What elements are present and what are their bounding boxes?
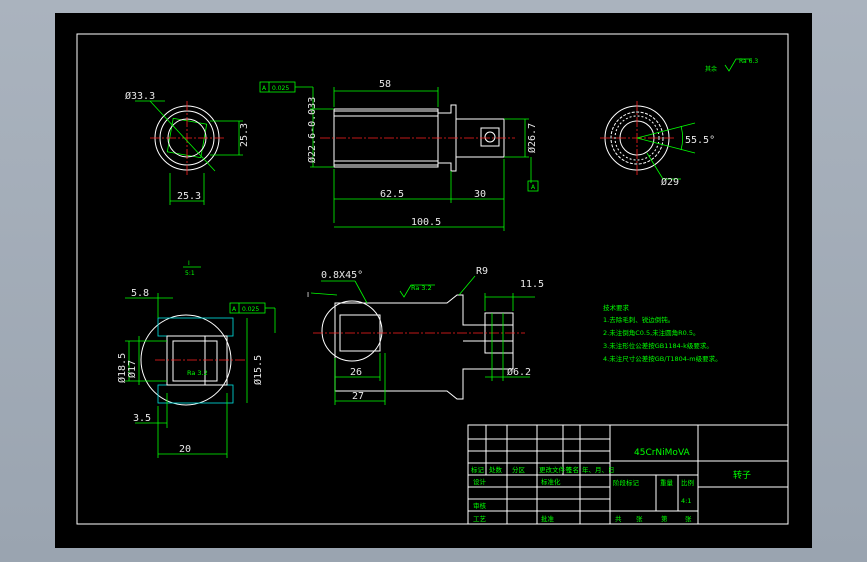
spline-end-view: 55.5° Ø29 <box>600 101 715 188</box>
svg-text:标准化: 标准化 <box>541 477 561 486</box>
svg-text:0.8X45°: 0.8X45° <box>321 270 363 281</box>
svg-text:5.8: 5.8 <box>131 288 149 299</box>
roughness-symbol-other: 其余 Ra 6.3 <box>705 58 758 73</box>
svg-text:20: 20 <box>179 444 191 455</box>
svg-text:Ra 6.3: Ra 6.3 <box>739 58 758 65</box>
detail-view-I: I 5:1 5.8 Ø18.5 Ø17 Ø15.5 A 0.025 Ra 3.2 <box>116 260 276 458</box>
svg-text:Ø33.3: Ø33.3 <box>125 90 155 102</box>
svg-text:签名: 签名 <box>566 465 579 474</box>
svg-text:Ra 3.2: Ra 3.2 <box>187 369 208 377</box>
svg-text:I: I <box>188 260 190 267</box>
svg-text:27: 27 <box>352 391 364 402</box>
svg-text:处数: 处数 <box>489 465 503 474</box>
end-view-left: Ø33.3 25.3 25.3 <box>125 90 250 205</box>
svg-text:62.5: 62.5 <box>380 189 404 200</box>
svg-text:审核: 审核 <box>473 501 487 510</box>
svg-text:第: 第 <box>661 514 668 523</box>
svg-text:25.3: 25.3 <box>239 123 250 147</box>
svg-text:Ø22.6-0.033: Ø22.6-0.033 <box>306 97 318 163</box>
svg-text:2.未注倒角C0.5,未注圆角R0.5。: 2.未注倒角C0.5,未注圆角R0.5。 <box>603 328 700 337</box>
svg-text:A: A <box>262 85 267 92</box>
part-name: 转子 <box>733 469 751 481</box>
technical-requirements: 技术要求 1.去除毛刺、锐边倒钝。 2.未注倒角C0.5,未注圆角R0.5。 3… <box>603 303 722 363</box>
svg-text:0.025: 0.025 <box>242 306 259 313</box>
svg-text:11.5: 11.5 <box>520 279 544 290</box>
svg-text:重量: 重量 <box>660 479 674 487</box>
svg-text:比例: 比例 <box>681 478 694 487</box>
svg-text:R9: R9 <box>476 266 488 277</box>
drawing-frame <box>76 33 789 525</box>
svg-text:A: A <box>531 184 536 191</box>
svg-text:Ø6.2: Ø6.2 <box>507 366 531 378</box>
svg-text:技术要求: 技术要求 <box>603 303 630 312</box>
svg-text:1.去除毛刺、锐边倒钝。: 1.去除毛刺、锐边倒钝。 <box>603 315 674 324</box>
section-view: I 0.8X45° Ra 3.2 R9 11.5 26 27 Ø6.2 <box>307 266 544 405</box>
svg-text:Ø17: Ø17 <box>126 360 138 378</box>
svg-text:分区: 分区 <box>512 465 526 474</box>
svg-text:Ra 3.2: Ra 3.2 <box>411 284 432 292</box>
shaft-side-view: 58 A 0.025 Ø22.6-0.033 Ø26.7 A 62.5 30 1… <box>259 79 539 231</box>
material-label: 45CrNiMoVA <box>634 448 691 458</box>
svg-text:年、月、日: 年、月、日 <box>582 465 615 474</box>
svg-text:26: 26 <box>350 367 362 378</box>
svg-text:0.025: 0.025 <box>272 85 289 92</box>
svg-text:3.5: 3.5 <box>133 413 151 424</box>
svg-text:张: 张 <box>636 514 643 523</box>
drawing-canvas: 其余 Ra 6.3 Ø33.3 25.3 25.3 58 <box>76 33 789 525</box>
svg-text:4:1: 4:1 <box>681 497 691 505</box>
svg-text:25.3: 25.3 <box>177 191 201 202</box>
svg-text:58: 58 <box>379 79 391 90</box>
svg-text:其余: 其余 <box>705 65 717 73</box>
svg-text:工艺: 工艺 <box>473 515 487 523</box>
svg-text:Ø26.7: Ø26.7 <box>526 123 538 153</box>
svg-text:Ø29: Ø29 <box>661 176 679 188</box>
svg-text:4.未注尺寸公差按GB/T1804-m级要求。: 4.未注尺寸公差按GB/T1804-m级要求。 <box>603 354 722 363</box>
svg-text:55.5°: 55.5° <box>685 135 715 146</box>
svg-text:张: 张 <box>685 514 692 523</box>
svg-text:Ø15.5: Ø15.5 <box>252 355 264 385</box>
svg-text:5:1: 5:1 <box>185 270 195 277</box>
svg-text:标记: 标记 <box>471 465 485 474</box>
drawing-sheet: 其余 Ra 6.3 Ø33.3 25.3 25.3 58 <box>55 13 812 548</box>
title-block: 45CrNiMoVA 转子 标记 处数 分区 更改文件号 签名 年、月、日 设计… <box>467 424 789 525</box>
svg-text:阶段标记: 阶段标记 <box>613 478 640 487</box>
svg-text:设计: 设计 <box>473 477 487 486</box>
svg-text:共: 共 <box>615 514 622 523</box>
svg-text:A: A <box>232 306 237 313</box>
svg-text:100.5: 100.5 <box>411 217 441 228</box>
svg-text:更改文件号: 更改文件号 <box>539 465 572 474</box>
svg-text:I: I <box>307 291 309 299</box>
svg-text:3.未注形位公差按GB1184-k级要求。: 3.未注形位公差按GB1184-k级要求。 <box>603 341 713 350</box>
svg-text:30: 30 <box>474 189 486 200</box>
svg-text:Ø18.5: Ø18.5 <box>116 353 128 383</box>
svg-text:批准: 批准 <box>541 514 555 523</box>
